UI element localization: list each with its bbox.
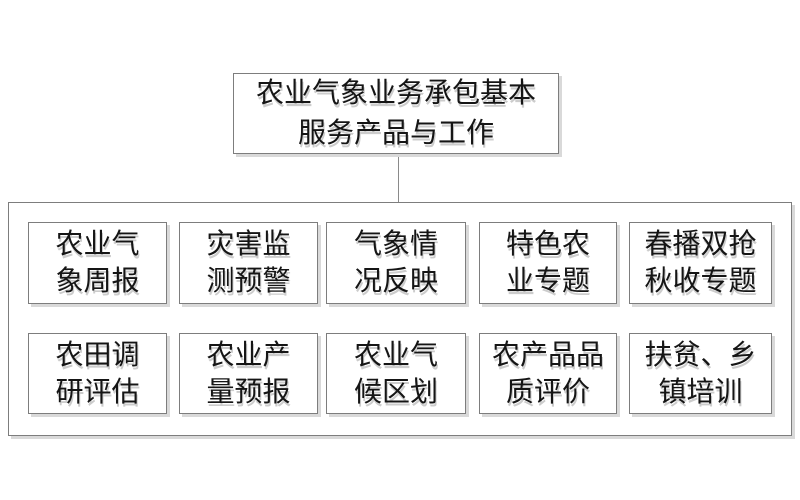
node-label: 灾害监 测预警 xyxy=(206,229,291,297)
node-label: 农田调 研评估 xyxy=(55,339,140,408)
node-produce-quality-evaluation: 农产品品 质评价 xyxy=(479,333,617,414)
node-label: 农业产 量预报 xyxy=(206,339,291,408)
node-label: 农业气 象周报 xyxy=(55,229,140,297)
node-label: 农业气 候区划 xyxy=(353,339,438,408)
node-agro-climate-zoning: 农业气 候区划 xyxy=(326,333,466,414)
node-special-agriculture-topic: 特色农 业专题 xyxy=(479,222,617,304)
node-spring-sowing-autumn-harvest-topic: 春播双抢 秋收专题 xyxy=(629,222,772,304)
node-agricultural-yield-forecast: 农业产 量预报 xyxy=(179,333,318,414)
node-poverty-alleviation-township-training: 扶贫、乡 镇培训 xyxy=(629,333,772,414)
node-farmland-survey-assessment: 农田调 研评估 xyxy=(28,333,167,414)
node-label: 农产品品 质评价 xyxy=(491,339,604,408)
node-label: 特色农 业专题 xyxy=(505,229,590,297)
node-label: 春播双抢 秋收专题 xyxy=(644,229,757,297)
node-label: 气象情 况反映 xyxy=(353,229,438,297)
node-disaster-monitoring-warning: 灾害监 测预警 xyxy=(179,222,318,304)
connector-line xyxy=(398,154,399,202)
node-label: 扶贫、乡 镇培训 xyxy=(644,339,757,408)
node-weather-situation-report: 气象情 况反映 xyxy=(326,222,466,304)
root-node-label: 农业气象业务承包基本 服务产品与工作 xyxy=(255,77,536,149)
root-node: 农业气象业务承包基本 服务产品与工作 xyxy=(233,73,559,154)
node-agro-weather-weekly: 农业气 象周报 xyxy=(28,222,167,304)
